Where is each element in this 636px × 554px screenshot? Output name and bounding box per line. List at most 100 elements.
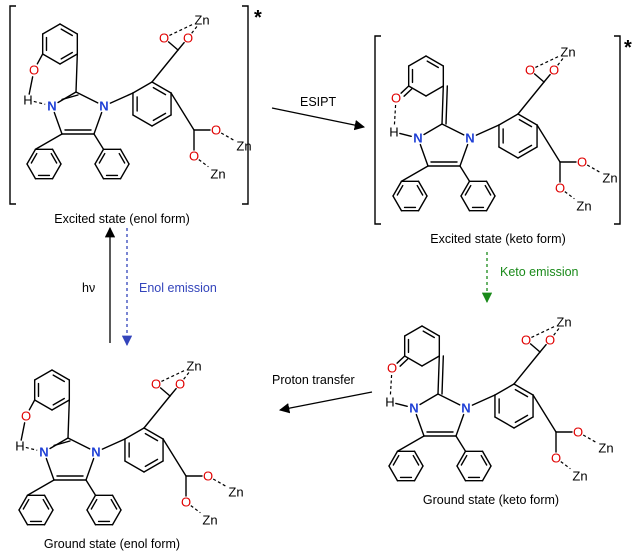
oxygen-atom: O xyxy=(181,495,191,510)
bond xyxy=(441,355,445,395)
bond xyxy=(399,132,412,138)
hydrogen-atom: H xyxy=(385,395,394,410)
bond xyxy=(90,498,98,510)
arrow-proton-transfer: Proton transfer xyxy=(272,373,373,414)
nitrogen-atom: N xyxy=(91,445,100,460)
bond xyxy=(75,53,79,93)
bond xyxy=(421,355,441,367)
arrow-hv: hν xyxy=(82,226,116,343)
bond xyxy=(111,494,122,511)
bond xyxy=(459,143,469,167)
bond xyxy=(413,450,424,467)
bond xyxy=(498,113,519,126)
bond xyxy=(412,454,420,466)
bond xyxy=(170,92,195,131)
bond xyxy=(51,369,71,381)
bond xyxy=(417,180,428,197)
bond xyxy=(60,28,73,37)
bond xyxy=(169,387,177,397)
bond xyxy=(167,41,179,51)
zinc-atom: Zn xyxy=(572,469,587,484)
bond xyxy=(407,85,427,97)
bond xyxy=(151,49,179,83)
bond xyxy=(75,91,99,104)
oxygen-atom: O xyxy=(211,123,221,138)
oxygen-atom: O xyxy=(203,469,213,484)
bond xyxy=(144,458,159,468)
bond xyxy=(43,509,54,526)
bond xyxy=(28,76,34,95)
bond xyxy=(59,53,79,65)
zinc-bond xyxy=(183,371,190,380)
bond xyxy=(52,397,65,406)
bond xyxy=(518,144,533,154)
zinc-atom: Zn xyxy=(186,359,201,374)
bond xyxy=(124,427,145,440)
zinc-atom: Zn xyxy=(236,139,251,154)
bond xyxy=(400,85,410,94)
bond xyxy=(459,165,471,182)
bond xyxy=(481,450,492,467)
zinc-atom: Zn xyxy=(194,13,209,28)
zinc-atom: Zn xyxy=(210,167,225,182)
bond xyxy=(53,440,71,447)
zinc-bond xyxy=(198,159,209,168)
bond xyxy=(49,437,69,450)
zinc-bond xyxy=(212,478,226,487)
bond xyxy=(419,393,439,406)
zinc-bond xyxy=(190,505,201,514)
zinc-bond xyxy=(582,434,596,443)
bond xyxy=(33,399,53,411)
bond xyxy=(413,465,424,482)
hydrogen-atom: H xyxy=(15,439,24,454)
bond xyxy=(514,414,529,424)
bond xyxy=(392,195,403,212)
oxygen-atom: O xyxy=(545,333,555,348)
bond xyxy=(403,355,423,367)
bond xyxy=(93,111,103,135)
bond xyxy=(421,325,441,337)
bond xyxy=(41,23,61,35)
hydrogen-bond xyxy=(33,100,46,105)
excited-marker-keto: * xyxy=(624,37,632,59)
bond xyxy=(513,351,541,385)
bond xyxy=(18,494,29,511)
label-enol-emission: Enol emission xyxy=(139,281,217,295)
bond xyxy=(177,41,185,51)
nitrogen-atom: N xyxy=(465,131,474,146)
bond xyxy=(41,53,61,65)
bond xyxy=(36,53,44,65)
zinc-bond xyxy=(564,191,575,200)
bond xyxy=(51,148,62,165)
bond xyxy=(456,450,467,467)
bond xyxy=(407,55,427,67)
bond xyxy=(455,435,467,452)
bond xyxy=(18,509,29,526)
bond xyxy=(101,438,126,450)
label-proton-transfer: Proton transfer xyxy=(272,373,355,387)
zinc-bond xyxy=(535,55,560,68)
bond xyxy=(455,413,465,437)
zinc-atom: Zn xyxy=(228,485,243,500)
caption-excited-enol: Excited state (enol form) xyxy=(54,212,189,226)
bond xyxy=(61,94,79,101)
bond xyxy=(60,51,73,60)
oxygen-atom: O xyxy=(29,63,39,78)
bond xyxy=(425,55,445,67)
bond xyxy=(118,152,126,164)
bond xyxy=(85,479,97,496)
nitrogen-atom: N xyxy=(39,445,48,460)
oxygen-atom: O xyxy=(189,149,199,164)
bond xyxy=(94,148,105,165)
bond xyxy=(86,494,97,511)
bond xyxy=(132,81,153,94)
bond xyxy=(124,460,145,473)
bond xyxy=(59,23,79,35)
bond xyxy=(132,114,153,127)
zinc-atom: Zn xyxy=(202,513,217,528)
nitrogen-atom: N xyxy=(99,99,108,114)
oxygen-atom: O xyxy=(555,181,565,196)
label-hv: hν xyxy=(82,281,95,295)
